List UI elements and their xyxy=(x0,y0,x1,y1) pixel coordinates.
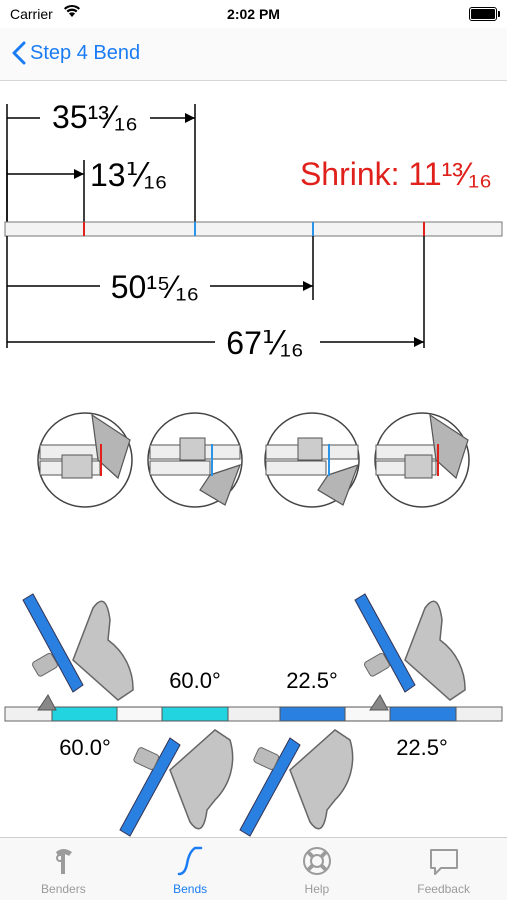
chevron-left-icon xyxy=(12,41,26,65)
measurement-label-3: 50¹⁵⁄₁₆ xyxy=(111,269,200,305)
status-bar: Carrier 2:02 PM xyxy=(0,0,507,28)
measurement-50-15-16: 50¹⁵⁄₁₆ xyxy=(6,236,314,305)
detail-circle-2 xyxy=(147,412,243,508)
speech-bubble-icon xyxy=(429,849,458,875)
tab-bar: Benders Bends Help Feedback xyxy=(0,837,507,900)
tab-feedback[interactable]: Feedback xyxy=(380,838,507,900)
measurement-67-1-16: 67⅟₁₆ xyxy=(6,236,425,361)
detail-circle-4 xyxy=(374,412,470,508)
tab-help[interactable]: Help xyxy=(254,838,381,900)
status-time: 2:02 PM xyxy=(227,6,280,22)
detail-circle-1 xyxy=(37,412,133,508)
lifebuoy-icon xyxy=(302,847,331,875)
measurement-label-4: 67⅟₁₆ xyxy=(226,325,303,361)
bend-angle-4: 22.5° xyxy=(396,735,448,760)
measurement-label-1: 35¹³⁄₁₆ xyxy=(52,99,138,135)
carrier-label: Carrier xyxy=(10,6,53,22)
shrink-label: Shrink: 11¹³⁄₁₆ xyxy=(300,156,492,192)
tab-benders-label: Benders xyxy=(41,882,86,896)
bender-icon xyxy=(56,849,73,874)
tab-bends-label: Bends xyxy=(173,882,208,896)
bend-diagram: 35¹³⁄₁₆ 13⅟₁₆ Shrink: 11¹³⁄₁₆ 50¹⁵⁄₁₆ 6 xyxy=(0,81,507,838)
tab-bends[interactable]: Bends xyxy=(127,838,254,900)
measurement-label-2: 13⅟₁₆ xyxy=(90,157,167,193)
measurement-13-1-16: 13⅟₁₆ xyxy=(6,157,167,222)
wifi-icon xyxy=(64,4,80,17)
tab-feedback-label: Feedback xyxy=(417,882,470,896)
bend-curve-icon xyxy=(177,846,203,876)
navigation-bar: Step 4 Bend xyxy=(0,28,507,81)
bend-angle-2: 60.0° xyxy=(169,668,221,693)
back-button[interactable]: Step 4 Bend xyxy=(12,38,140,68)
bend-angle-3: 22.5° xyxy=(286,668,338,693)
tab-help-label: Help xyxy=(304,882,330,896)
battery-icon xyxy=(469,7,500,21)
tab-benders[interactable]: Benders xyxy=(0,838,127,900)
back-button-label: Step 4 Bend xyxy=(30,41,141,64)
pipe-bar xyxy=(4,221,503,237)
bend-sequence-illustration: 60.0° 60.0° 22.5° 22.5° xyxy=(4,593,503,837)
bend-angle-1: 60.0° xyxy=(59,735,111,760)
detail-circle-3 xyxy=(264,412,360,508)
